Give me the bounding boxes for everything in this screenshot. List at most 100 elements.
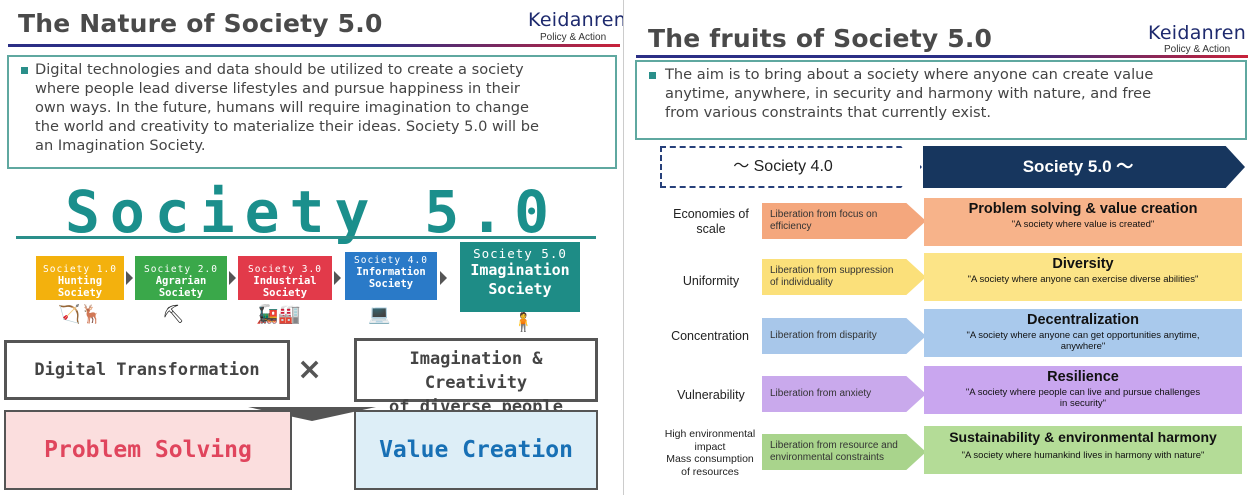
liberation-arrow-disparity: Liberation from disparity [762,318,926,354]
right-title-rule [636,55,1248,58]
right-slide-title: The fruits of Society 5.0 [648,24,993,53]
left-logo-sub: Policy & Action [540,32,607,43]
row-label-line: of resources [681,465,739,478]
bullet-icon [649,72,656,79]
left-intro-text: Digital technologies and data should be … [35,60,611,155]
era-name: Society [368,278,414,290]
liberation-arrow-individuality: Liberation from suppression of individua… [762,259,926,295]
result-problem-solving: Problem solving & value creation "A soci… [924,198,1242,246]
intro-line: from various constraints that currently … [665,104,992,121]
intro-line: The aim is to bring about a society wher… [665,66,1154,83]
society-5-arrow [923,146,1245,188]
value-creation-box: Value Creation [354,410,598,490]
liberation-arrow-efficiency: Liberation from focus on efficiency [762,203,926,239]
liberation-line: Liberation from suppression [770,265,894,276]
result-title: Diversity [1052,256,1114,272]
liberation-line: Liberation from resource and [770,440,898,451]
society-4-arrow [660,146,922,188]
intro-line: where people lead diverse lifestyles and… [35,80,520,97]
row-label-concentration: Concentration [648,329,772,344]
imagination-creativity-box: Imagination & Creativity of diverse peop… [354,338,598,417]
era-society-4: Society 4.0 Information Society [345,252,437,300]
result-subtitle: "A society where anyone can get opportun… [966,330,1200,341]
result-sustainability: Sustainability & environmental harmony "… [924,426,1242,474]
era-number: Society 1.0 [43,264,117,275]
result-subtitle: in security" [1059,398,1107,409]
row-label-line: Vulnerability [677,388,745,402]
row-label-economies: Economies of scale [652,207,770,237]
row-label-line: Economies of [673,207,749,221]
chevron-right-icon [126,271,133,285]
intro-line: Digital technologies and data should be … [35,61,524,78]
result-subtitle: "A society where people can live and pur… [965,387,1201,398]
liberation-arrow-anxiety: Liberation from anxiety [762,376,926,412]
era-number: Society 2.0 [144,264,218,275]
society-5-big-title: Society 5.0 [64,178,560,246]
chevron-right-icon [440,271,447,285]
row-label-environment: High environmental impact Mass consumpti… [646,428,774,478]
left-intro-box: Digital technologies and data should be … [7,55,617,169]
result-title: Problem solving & value creation [968,201,1198,217]
left-slide-title: The Nature of Society 5.0 [18,9,383,38]
era-name: Industrial Society [253,275,317,299]
row-label-line: Concentration [671,329,749,343]
result-title: Sustainability & environmental harmony [949,429,1217,445]
result-diversity: Diversity "A society where anyone can ex… [924,253,1242,301]
right-intro-text: The aim is to bring about a society wher… [665,65,1243,122]
result-subtitle: "A society where anyone can exercise div… [967,274,1199,285]
era-name: Agrarian Society [155,275,207,299]
problem-solving-box: Problem Solving [4,410,292,490]
left-title-rule [8,44,620,47]
factory-icon: 🚂🏭 [256,304,301,325]
era-name: Hunting Society [57,275,103,299]
right-logo-sub: Policy & Action [1164,44,1231,55]
society-4-label: ～ Society 4.0 [733,158,833,175]
big-title-rule [16,236,596,239]
era-name: Society [488,280,552,298]
result-title: Resilience [1047,369,1119,385]
row-label-line: impact [694,440,726,453]
row-label-line: High environmental [664,428,756,440]
row-label-line: scale [696,222,726,236]
era-society-1: Society 1.0 Hunting Society [36,256,124,300]
liberation-line: efficiency [770,221,812,232]
liberation-line: Liberation from anxiety [770,388,872,399]
era-society-5: Society 5.0 Imagination Society [460,242,580,312]
result-subtitle: "A society where value is created" [1011,219,1155,230]
multiply-icon: × [297,352,323,387]
imagination-line: Imagination & Creativity [409,349,543,393]
liberation-line: Liberation from disparity [770,330,877,341]
liberation-line: environmental constraints [770,452,884,463]
chevron-right-icon [229,271,236,285]
liberation-line: of individuality [770,277,833,288]
row-label-line: Uniformity [682,274,740,288]
intro-line: own ways. In the future, humans will req… [35,99,529,116]
result-subtitle: "A society where humankind lives in harm… [961,450,1205,461]
society-5-label: Society 5.0 ～ [1022,157,1134,176]
computer-icon: 💻 [368,304,391,325]
right-intro-box: The aim is to bring about a society wher… [635,60,1247,140]
era-number: Society 4.0 [354,255,428,266]
right-logo-name: Keidanren [1148,22,1247,44]
era-name: Information [356,266,426,278]
liberation-line: Liberation from focus on [770,209,878,220]
thinking-person-icon: 🧍 [512,312,535,333]
left-logo-name: Keidanren [528,9,624,31]
hunter-deer-icon: 🏹🦌 [58,304,103,325]
row-label-vulnerability: Vulnerability [652,388,770,403]
result-title: Decentralization [1027,312,1139,328]
liberation-arrow-resources: Liberation from resource and environment… [762,434,926,470]
chevron-right-icon [334,271,341,285]
left-slide: The Nature of Society 5.0 Keidanren Poli… [0,0,624,495]
era-name: Imagination [470,261,570,279]
intro-line: an Imagination Society. [35,137,206,154]
digital-transformation-box: Digital Transformation [4,340,290,400]
result-resilience: Resilience "A society where people can l… [924,366,1242,414]
row-label-line: Mass consumption [666,453,754,465]
intro-line: the world and creativity to materialize … [35,118,539,135]
era-number: Society 3.0 [248,264,322,275]
era-society-3: Society 3.0 Industrial Society [238,256,332,300]
farmer-icon: ⛏ [162,304,185,325]
era-number: Society 5.0 [473,246,567,261]
result-decentralization: Decentralization "A society where anyone… [924,309,1242,357]
